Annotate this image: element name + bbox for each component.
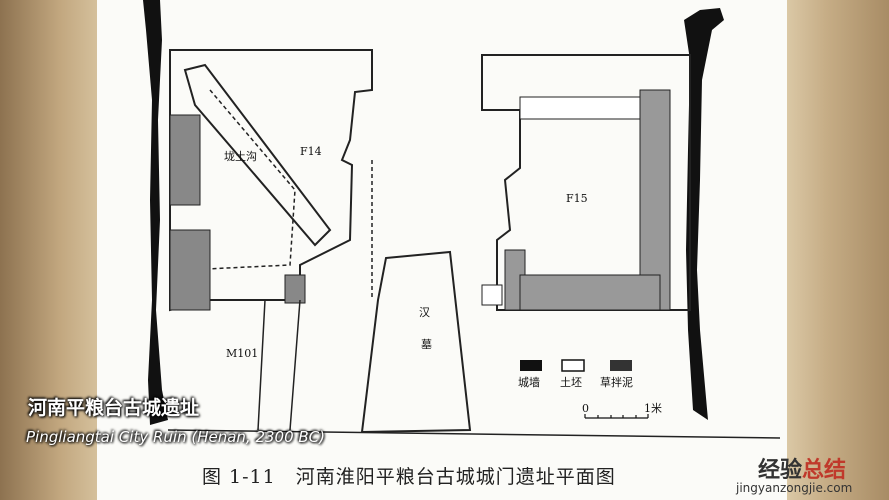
parchment-right	[784, 0, 889, 500]
label-mu: 墓	[421, 338, 432, 351]
han-tomb-outline	[360, 250, 472, 434]
watermark-cn-a: 经验	[758, 458, 803, 483]
label-m101: M101	[226, 347, 259, 360]
label-ditch: 垅土沟	[224, 150, 257, 163]
left-brick-stones	[169, 114, 306, 311]
scale-bar	[584, 414, 649, 419]
legend-label-wall: 城墙	[518, 376, 540, 389]
overlay-title-en: Pingliangtai City Ruin (Henan, 2300 BC)	[26, 428, 326, 446]
bottom-frame	[167, 429, 781, 439]
legend-label-adobe: 土坯	[560, 376, 582, 389]
legend-swatch-adobe	[561, 359, 585, 372]
trench-line-1	[257, 299, 301, 431]
f15-outline	[481, 54, 691, 311]
overlay-title-cn: 河南平粮台古城遗址	[28, 397, 200, 419]
left-city-wall	[143, 0, 168, 425]
right-brick-stones	[481, 89, 671, 311]
watermark-url: jingyanzongjie.com	[736, 481, 853, 495]
paper-page	[97, 0, 787, 500]
ditch-outline	[183, 63, 332, 247]
scale-start: 0	[582, 402, 589, 415]
label-f15: F15	[566, 192, 588, 205]
label-f14: F14	[300, 145, 322, 158]
figure-caption: 图 1-11 河南淮阳平粮台古城城门遗址平面图	[202, 466, 616, 488]
legend-swatch-mud	[610, 360, 632, 371]
right-city-wall	[684, 8, 724, 420]
watermark-logo: 经验总结	[758, 452, 846, 484]
legend-label-mud: 草拌泥	[600, 376, 633, 389]
label-han: 汉	[419, 306, 430, 319]
watermark-cn-b: 总结	[802, 458, 847, 483]
scale-end: 1米	[644, 402, 662, 415]
legend-swatch-wall	[520, 360, 542, 371]
parchment-left	[0, 0, 100, 500]
dashed-boundary	[184, 89, 296, 271]
